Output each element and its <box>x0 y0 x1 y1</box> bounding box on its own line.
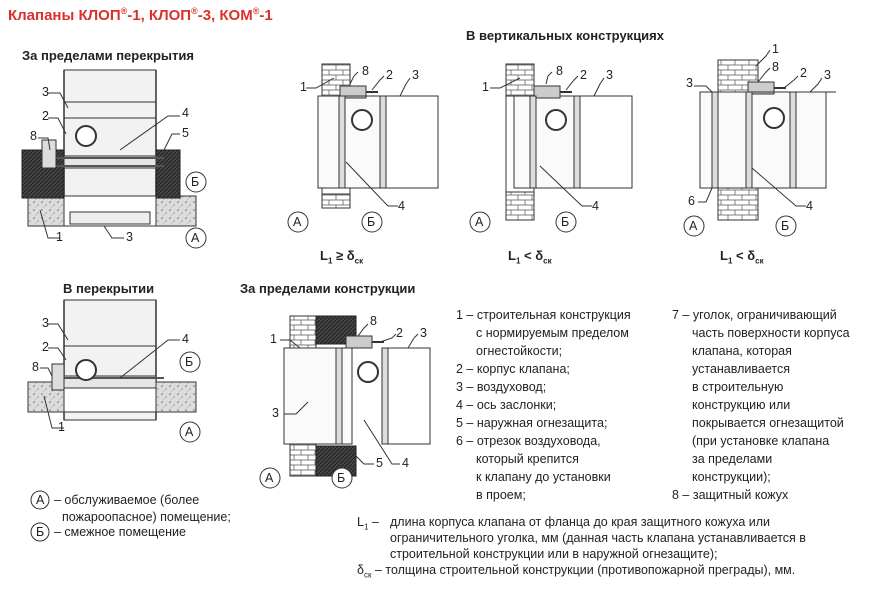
callout-b: Б <box>561 215 570 229</box>
diagram-vertical-3 <box>683 49 836 237</box>
legend-line: клапана, которая <box>692 344 792 358</box>
legend-line: часть поверхности корпуса <box>692 326 850 340</box>
callout-b: Б <box>367 215 376 229</box>
callout-1: 1 <box>58 420 65 434</box>
callout-4: 4 <box>402 456 409 470</box>
callout-2: 2 <box>580 68 587 82</box>
legend-line: покрывается огнезащитой <box>692 416 844 430</box>
callout-2: 2 <box>42 109 49 123</box>
callout-8: 8 <box>772 60 779 74</box>
callout-4: 4 <box>592 199 599 213</box>
legend-col-1: 1 – строительная конструкция с нормируем… <box>456 306 631 504</box>
callout-3: 3 <box>686 76 693 90</box>
diagram-vertical-2 <box>469 63 633 233</box>
legend-line: 1 – строительная конструкция <box>456 308 631 322</box>
room-legend-a-letter: А <box>36 493 45 507</box>
callout-8: 8 <box>370 314 377 328</box>
callout-8: 8 <box>30 129 37 143</box>
legend-line: огнестойкости; <box>476 344 563 358</box>
callout-4: 4 <box>806 199 813 213</box>
callout-2: 2 <box>396 326 403 340</box>
callout-a: А <box>293 215 302 229</box>
legend-line: 2 – корпус клапана; <box>456 362 570 376</box>
callout-1: 1 <box>482 80 489 94</box>
callout-4: 4 <box>182 332 189 346</box>
room-legend-a-text2: пожароопасное) помещение; <box>62 510 231 524</box>
callout-3: 3 <box>42 85 49 99</box>
legend-line: конструкцию или <box>692 398 791 412</box>
formula-3: L1 < δск <box>720 248 764 266</box>
legend-line: устанавливается <box>692 362 790 376</box>
callout-5: 5 <box>182 126 189 140</box>
callout-a: А <box>185 425 194 439</box>
callout-3: 3 <box>606 68 613 82</box>
diagram-outside-floor <box>21 69 207 249</box>
callout-3: 3 <box>42 316 49 330</box>
legend-line: который крепится <box>476 452 579 466</box>
callout-3: 3 <box>420 326 427 340</box>
room-legend-b-text: – смежное помещение <box>54 525 186 539</box>
room-legend-b-letter: Б <box>36 525 45 539</box>
callout-a: А <box>475 215 484 229</box>
callout-3: 3 <box>412 68 419 82</box>
legend-line: 7 – уголок, ограничивающий <box>672 308 837 322</box>
callout-b: Б <box>781 219 790 233</box>
footnote-l-line3: строительной конструкции или в наружной … <box>390 547 718 561</box>
footnote-l-line1: длина корпуса клапана от фланца до края … <box>390 515 771 529</box>
callout-8: 8 <box>556 64 563 78</box>
legend-line: 3 – воздуховод; <box>456 380 547 394</box>
legend-col-2: 7 – уголок, ограничивающий часть поверхн… <box>672 306 850 504</box>
legend-line: 4 – ось заслонки; <box>456 398 557 412</box>
callout-2: 2 <box>42 340 49 354</box>
legend-line: конструкции); <box>692 470 771 484</box>
callout-5: 5 <box>376 456 383 470</box>
footnote-l-line2: ограничительного уголка, мм (данная част… <box>390 531 806 545</box>
heading-vertical: В вертикальных конструкциях <box>466 28 664 43</box>
legend-line: с нормируемым пределом <box>476 326 629 340</box>
heading-outside-floor: За пределами перекрытия <box>22 48 194 63</box>
formula-1: L1 ≥ δск <box>320 248 364 266</box>
callout-4: 4 <box>182 106 189 120</box>
legend-line: 8 – защитный кожух <box>672 488 789 502</box>
legend-line: (при установке клапана <box>692 434 830 448</box>
diagram-vertical-1 <box>287 63 439 233</box>
legend-line: в строительную <box>692 380 784 394</box>
diagram-in-floor <box>27 299 201 443</box>
footnote-l-symbol: L1 – <box>357 515 379 532</box>
callout-1: 1 <box>300 80 307 94</box>
callout-1: 1 <box>56 230 63 244</box>
callout-3b: 3 <box>272 406 279 420</box>
legend-b-circle <box>30 522 50 542</box>
heading-in-floor: В перекрытии <box>63 281 155 296</box>
callout-4: 4 <box>398 199 405 213</box>
callout-a: А <box>689 219 698 233</box>
callout-2: 2 <box>800 66 807 80</box>
legend-line: в проем; <box>476 488 526 502</box>
callout-1: 1 <box>772 42 779 56</box>
callout-1: 1 <box>270 332 277 346</box>
callout-6: 6 <box>688 194 695 208</box>
legend-a-circle <box>30 490 50 510</box>
footnote-d: δск – толщина строительной конструкции (… <box>357 563 796 580</box>
page-title: Клапаны КЛОП®-1, КЛОП®-3, КОМ®-1 <box>8 6 273 24</box>
legend-line: 5 – наружная огнезащита; <box>456 416 608 430</box>
legend-line: 6 – отрезок воздуховода, <box>456 434 601 448</box>
callout-3b: 3 <box>126 230 133 244</box>
callout-a: А <box>265 471 274 485</box>
legend-line: к клапану до установки <box>476 470 611 484</box>
callout-b: Б <box>191 175 200 189</box>
heading-outside-structure: За пределами конструкции <box>240 281 416 296</box>
callout-3b: 3 <box>824 68 831 82</box>
legend-line: за пределами <box>692 452 773 466</box>
callout-2: 2 <box>386 68 393 82</box>
callout-8: 8 <box>32 360 39 374</box>
callout-b: Б <box>185 355 194 369</box>
callout-b: Б <box>337 471 346 485</box>
formula-2: L1 < δск <box>508 248 552 266</box>
callout-8: 8 <box>362 64 369 78</box>
callout-a: А <box>191 231 200 245</box>
diagram-outside-structure <box>259 315 431 489</box>
room-legend-a-text: – обслуживаемое (более <box>54 493 200 507</box>
